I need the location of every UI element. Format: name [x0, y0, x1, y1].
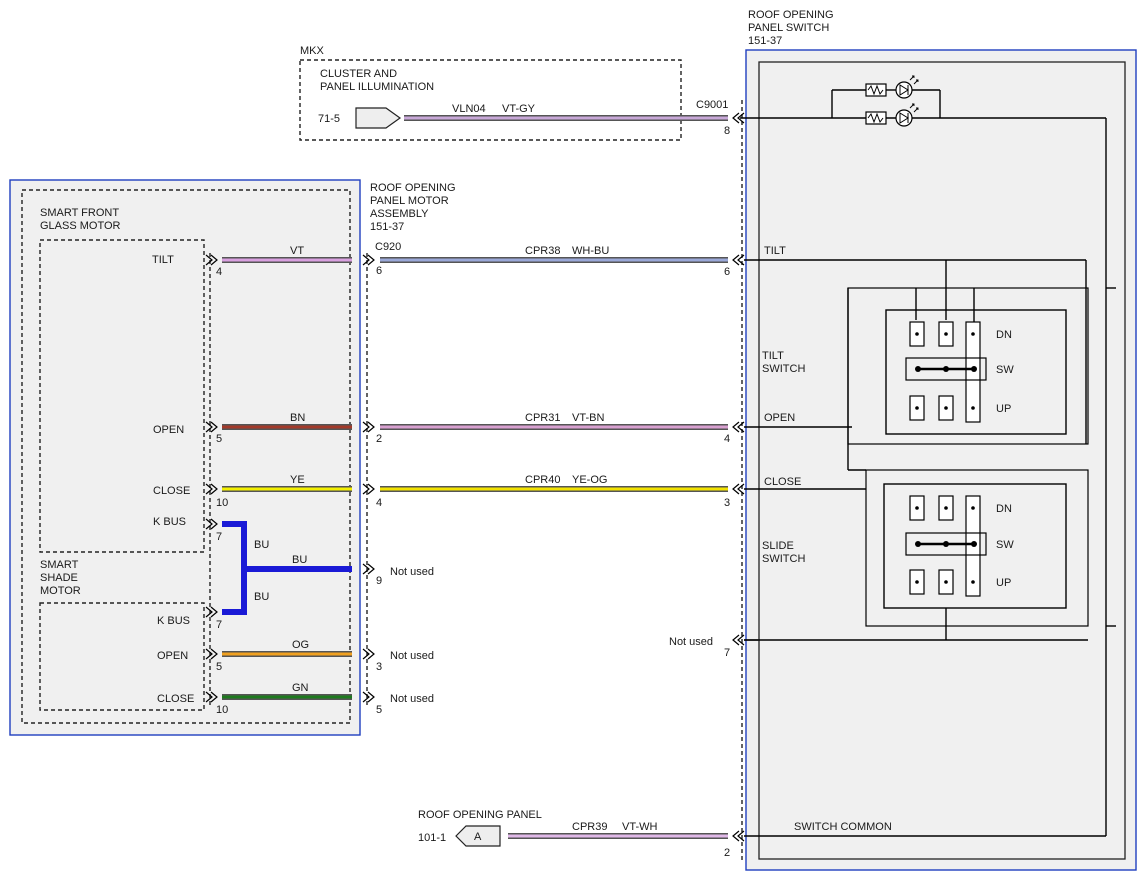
switch-ref: 151-37 — [748, 35, 782, 47]
shade-open-label: OPEN — [157, 650, 188, 662]
pin-4-glass: 4 — [216, 266, 222, 278]
wire-gn-label: GN — [292, 682, 309, 694]
glass-tilt-label: TILT — [152, 254, 174, 266]
slide-switch — [905, 495, 987, 597]
tilt-up-label: UP — [996, 403, 1011, 415]
ref-101-1: 101-1 — [418, 832, 446, 844]
pin-3-c920: 3 — [376, 661, 382, 673]
switch-tilt-label: TILT — [764, 245, 786, 257]
color-vt-bn: VT-BN — [572, 412, 604, 424]
shade-motor-title-1: SMART — [40, 559, 79, 571]
motor-assembly-frame — [9, 179, 361, 736]
roof-panel-label: ROOF OPENING PANEL — [418, 809, 542, 821]
shade-motor-box — [39, 602, 205, 711]
pin-5-glass: 5 — [216, 433, 222, 445]
connector-c9001: C9001 — [696, 99, 728, 111]
switch-common-label: SWITCH COMMON — [794, 821, 892, 833]
illumination-lamps — [831, 75, 941, 127]
pin-7-switch: 7 — [724, 647, 730, 659]
circuit-vln04: VLN04 — [452, 103, 486, 115]
not-used-5: Not used — [390, 693, 434, 705]
pin-4-c920: 4 — [376, 497, 382, 509]
glass-close-label: CLOSE — [153, 485, 190, 497]
tilt-sw-label: SW — [996, 364, 1014, 376]
shade-motor-title-3: MOTOR — [40, 585, 81, 597]
circuit-cpr31: CPR31 — [525, 412, 560, 424]
connector-a-label: A — [474, 831, 482, 843]
glass-open-label: OPEN — [153, 424, 184, 436]
wire-og-label: OG — [292, 639, 309, 651]
pin-2-c920: 2 — [376, 433, 382, 445]
shade-kbus-label: K BUS — [157, 615, 190, 627]
motor-assembly-ref: 151-37 — [370, 221, 404, 233]
pin-5-c920: 5 — [376, 704, 382, 716]
harness-wires — [380, 257, 728, 839]
slide-dn-label: DN — [996, 503, 1012, 515]
pin-3-switch: 3 — [724, 497, 730, 509]
tilt-switch-title-2: SWITCH — [762, 363, 805, 375]
wire-vt-label: VT — [290, 245, 304, 257]
wire-color-vt-gy: VT-GY — [502, 103, 536, 115]
color-vt-wh: VT-WH — [622, 821, 657, 833]
wire-bu-label-3: BU — [254, 591, 269, 603]
ref-71-5: 71-5 — [318, 113, 340, 125]
cluster-title-line2: PANEL ILLUMINATION — [320, 81, 434, 93]
glass-motor-title-1: SMART FRONT — [40, 207, 119, 219]
tilt-switch-title-1: TILT — [762, 350, 784, 362]
pin-8: 8 — [724, 125, 730, 137]
pin-6-c920: 6 — [376, 265, 382, 277]
slide-switch-title-1: SLIDE — [762, 540, 794, 552]
cluster-title-line1: CLUSTER AND — [320, 68, 397, 80]
tilt-dn-label: DN — [996, 329, 1012, 341]
motor-assembly-title-1: ROOF OPENING — [370, 182, 456, 194]
pin-9-c920: 9 — [376, 575, 382, 587]
page-ref-connector — [355, 107, 402, 129]
pin-6-switch: 6 — [724, 266, 730, 278]
switch-inner-frame — [758, 61, 1126, 860]
pin-10-shade: 10 — [216, 704, 228, 716]
motor-assembly-title-3: ASSEMBLY — [370, 208, 429, 220]
connector-c920: C920 — [375, 241, 401, 253]
slide-sw-label: SW — [996, 539, 1014, 551]
wire-bu-label-1: BU — [254, 539, 269, 551]
cluster-box — [299, 59, 682, 141]
motor-assembly-dashbox — [21, 189, 351, 724]
color-wh-bu: WH-BU — [572, 245, 609, 257]
wire-ye-label: YE — [290, 474, 305, 486]
motor-wires — [222, 257, 352, 700]
circuit-cpr39: CPR39 — [572, 821, 607, 833]
switch-title-line2: PANEL SWITCH — [748, 22, 829, 34]
shade-close-label: CLOSE — [157, 693, 194, 705]
motor-assembly-title-2: PANEL MOTOR — [370, 195, 449, 207]
pin-5-shade: 5 — [216, 661, 222, 673]
color-ye-og: YE-OG — [572, 474, 607, 486]
not-used-3: Not used — [390, 650, 434, 662]
slide-up-label: UP — [996, 577, 1011, 589]
pin-2-switch: 2 — [724, 847, 730, 859]
switch-close-label: CLOSE — [764, 476, 801, 488]
not-used-9: Not used — [390, 566, 434, 578]
not-used-7: Not used — [669, 636, 713, 648]
mkx-label: MKX — [300, 45, 325, 57]
switch-title-line1: ROOF OPENING — [748, 9, 834, 21]
pin-4-switch: 4 — [724, 433, 730, 445]
connector-arrows-right — [732, 112, 745, 842]
pin-7-shade: 7 — [216, 619, 222, 631]
slide-switch-title-2: SWITCH — [762, 553, 805, 565]
circuit-cpr38: CPR38 — [525, 245, 560, 257]
glass-kbus-label: K BUS — [153, 516, 186, 528]
connector-arrows-left — [205, 254, 375, 703]
circuit-cpr40: CPR40 — [525, 474, 560, 486]
pin-7-glass: 7 — [216, 531, 222, 543]
shade-motor-title-2: SHADE — [40, 572, 78, 584]
pin-10-glass: 10 — [216, 497, 228, 509]
wire-bn-label: BN — [290, 412, 305, 424]
page-ref-connector-a — [455, 825, 501, 847]
glass-motor-title-2: GLASS MOTOR — [40, 220, 121, 232]
wire-bu-label-2: BU — [292, 554, 307, 566]
tilt-switch — [905, 321, 987, 423]
switch-open-label: OPEN — [764, 412, 795, 424]
